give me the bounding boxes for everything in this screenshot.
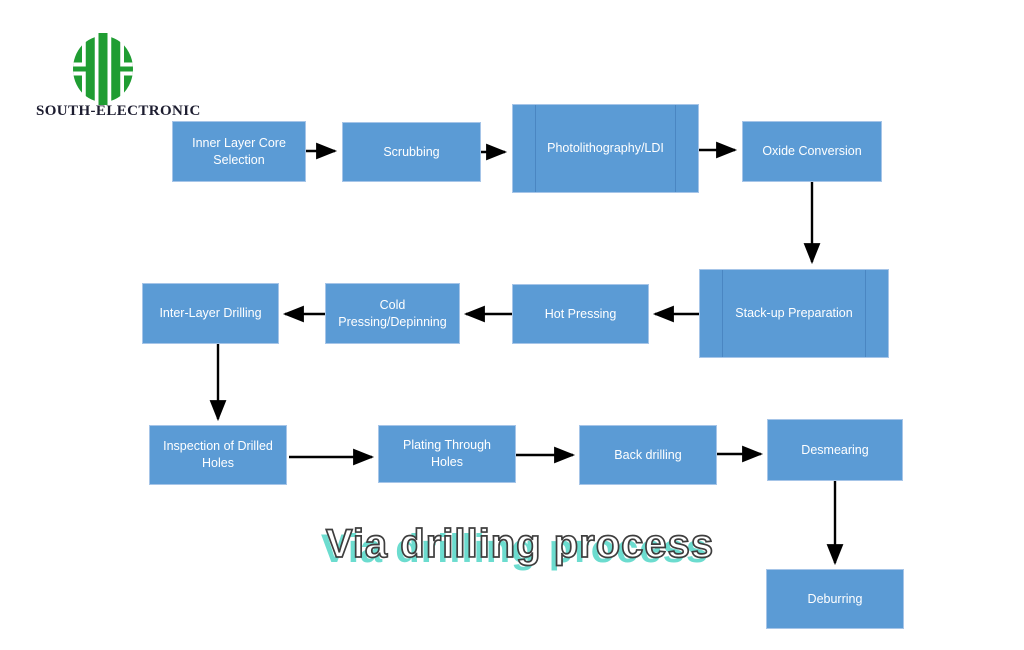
node-cold-pressing-depinning: Cold Pressing/Depinning: [325, 283, 460, 344]
node-plating-through-holes: Plating Through Holes: [378, 425, 516, 483]
node-stack-up-preparation: Stack-up Preparation: [699, 269, 889, 358]
node-scrubbing: Scrubbing: [342, 122, 481, 182]
brand-name: SOUTH-ELECTRONIC: [36, 103, 201, 119]
node-photolithography-ldi: Photolithography/LDI: [512, 104, 699, 193]
node-desmearing: Desmearing: [767, 419, 903, 481]
node-inner-layer-core-selection: Inner Layer Core Selection: [172, 121, 306, 182]
double-h-emblem-icon: [73, 33, 133, 105]
node-back-drilling: Back drilling: [579, 425, 717, 485]
node-deburring: Deburring: [766, 569, 904, 629]
diagram-title: Via drilling process: [325, 521, 715, 567]
node-hot-pressing: Hot Pressing: [512, 284, 649, 344]
node-oxide-conversion: Oxide Conversion: [742, 121, 882, 182]
node-inspection-of-drilled-holes: Inspection of Drilled Holes: [149, 425, 287, 485]
node-inter-layer-drilling: Inter-Layer Drilling: [142, 283, 279, 344]
